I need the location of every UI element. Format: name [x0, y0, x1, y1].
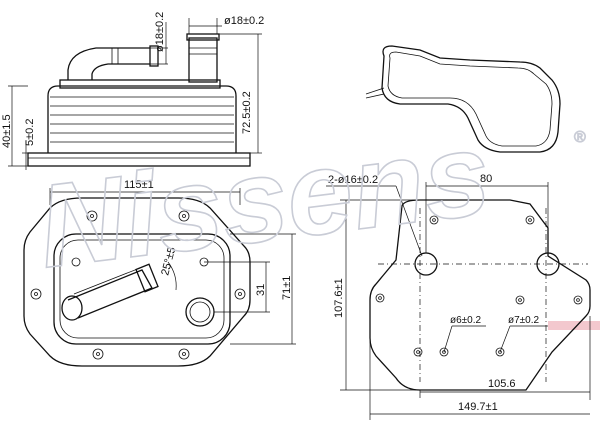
dim-pipe-straight: ø18±0.2: [224, 15, 264, 27]
bottom-view: [369, 199, 591, 391]
dim-ports-label: 2-ø16±0.2: [328, 174, 378, 186]
dim-width-plate: 149.7±1: [458, 401, 498, 413]
bottom-view-dimensions: 80 2-ø16±0.2 107.6±1 ø6±0.2 ø7±0.2 105.6…: [326, 173, 591, 420]
pink-stripe-right: [548, 321, 600, 330]
dim-pipe-height: 72.5±0.2: [241, 91, 253, 134]
dim-height-base: 5±0.2: [24, 119, 36, 146]
dim-height-total: 40±1.5: [1, 114, 13, 148]
dim-port-spacing: 31: [255, 284, 267, 296]
dim-depth: 71±1: [281, 276, 293, 300]
dim-pipe-elbow: ø18±0.2: [154, 12, 166, 52]
dim-hole-large: ø7±0.2: [508, 315, 539, 326]
side-view-dimensions: ø18±0.2 ø18±0.2 72.5±0.2 40±1.5 5±0.2: [1, 12, 264, 170]
watermark-registered: ®: [574, 129, 586, 146]
top-view: [23, 197, 251, 367]
dim-port-distance: 80: [480, 173, 492, 185]
side-view: [27, 33, 251, 167]
gasket-view: [365, 45, 561, 153]
dim-hole-span: 105.6: [488, 378, 516, 390]
dim-width-top: 115±1: [124, 179, 154, 191]
dim-hole-small: ø6±0.2: [450, 315, 481, 326]
dim-height-plate: 107.6±1: [333, 278, 345, 318]
watermark-logo: Nissens: [31, 107, 496, 293]
